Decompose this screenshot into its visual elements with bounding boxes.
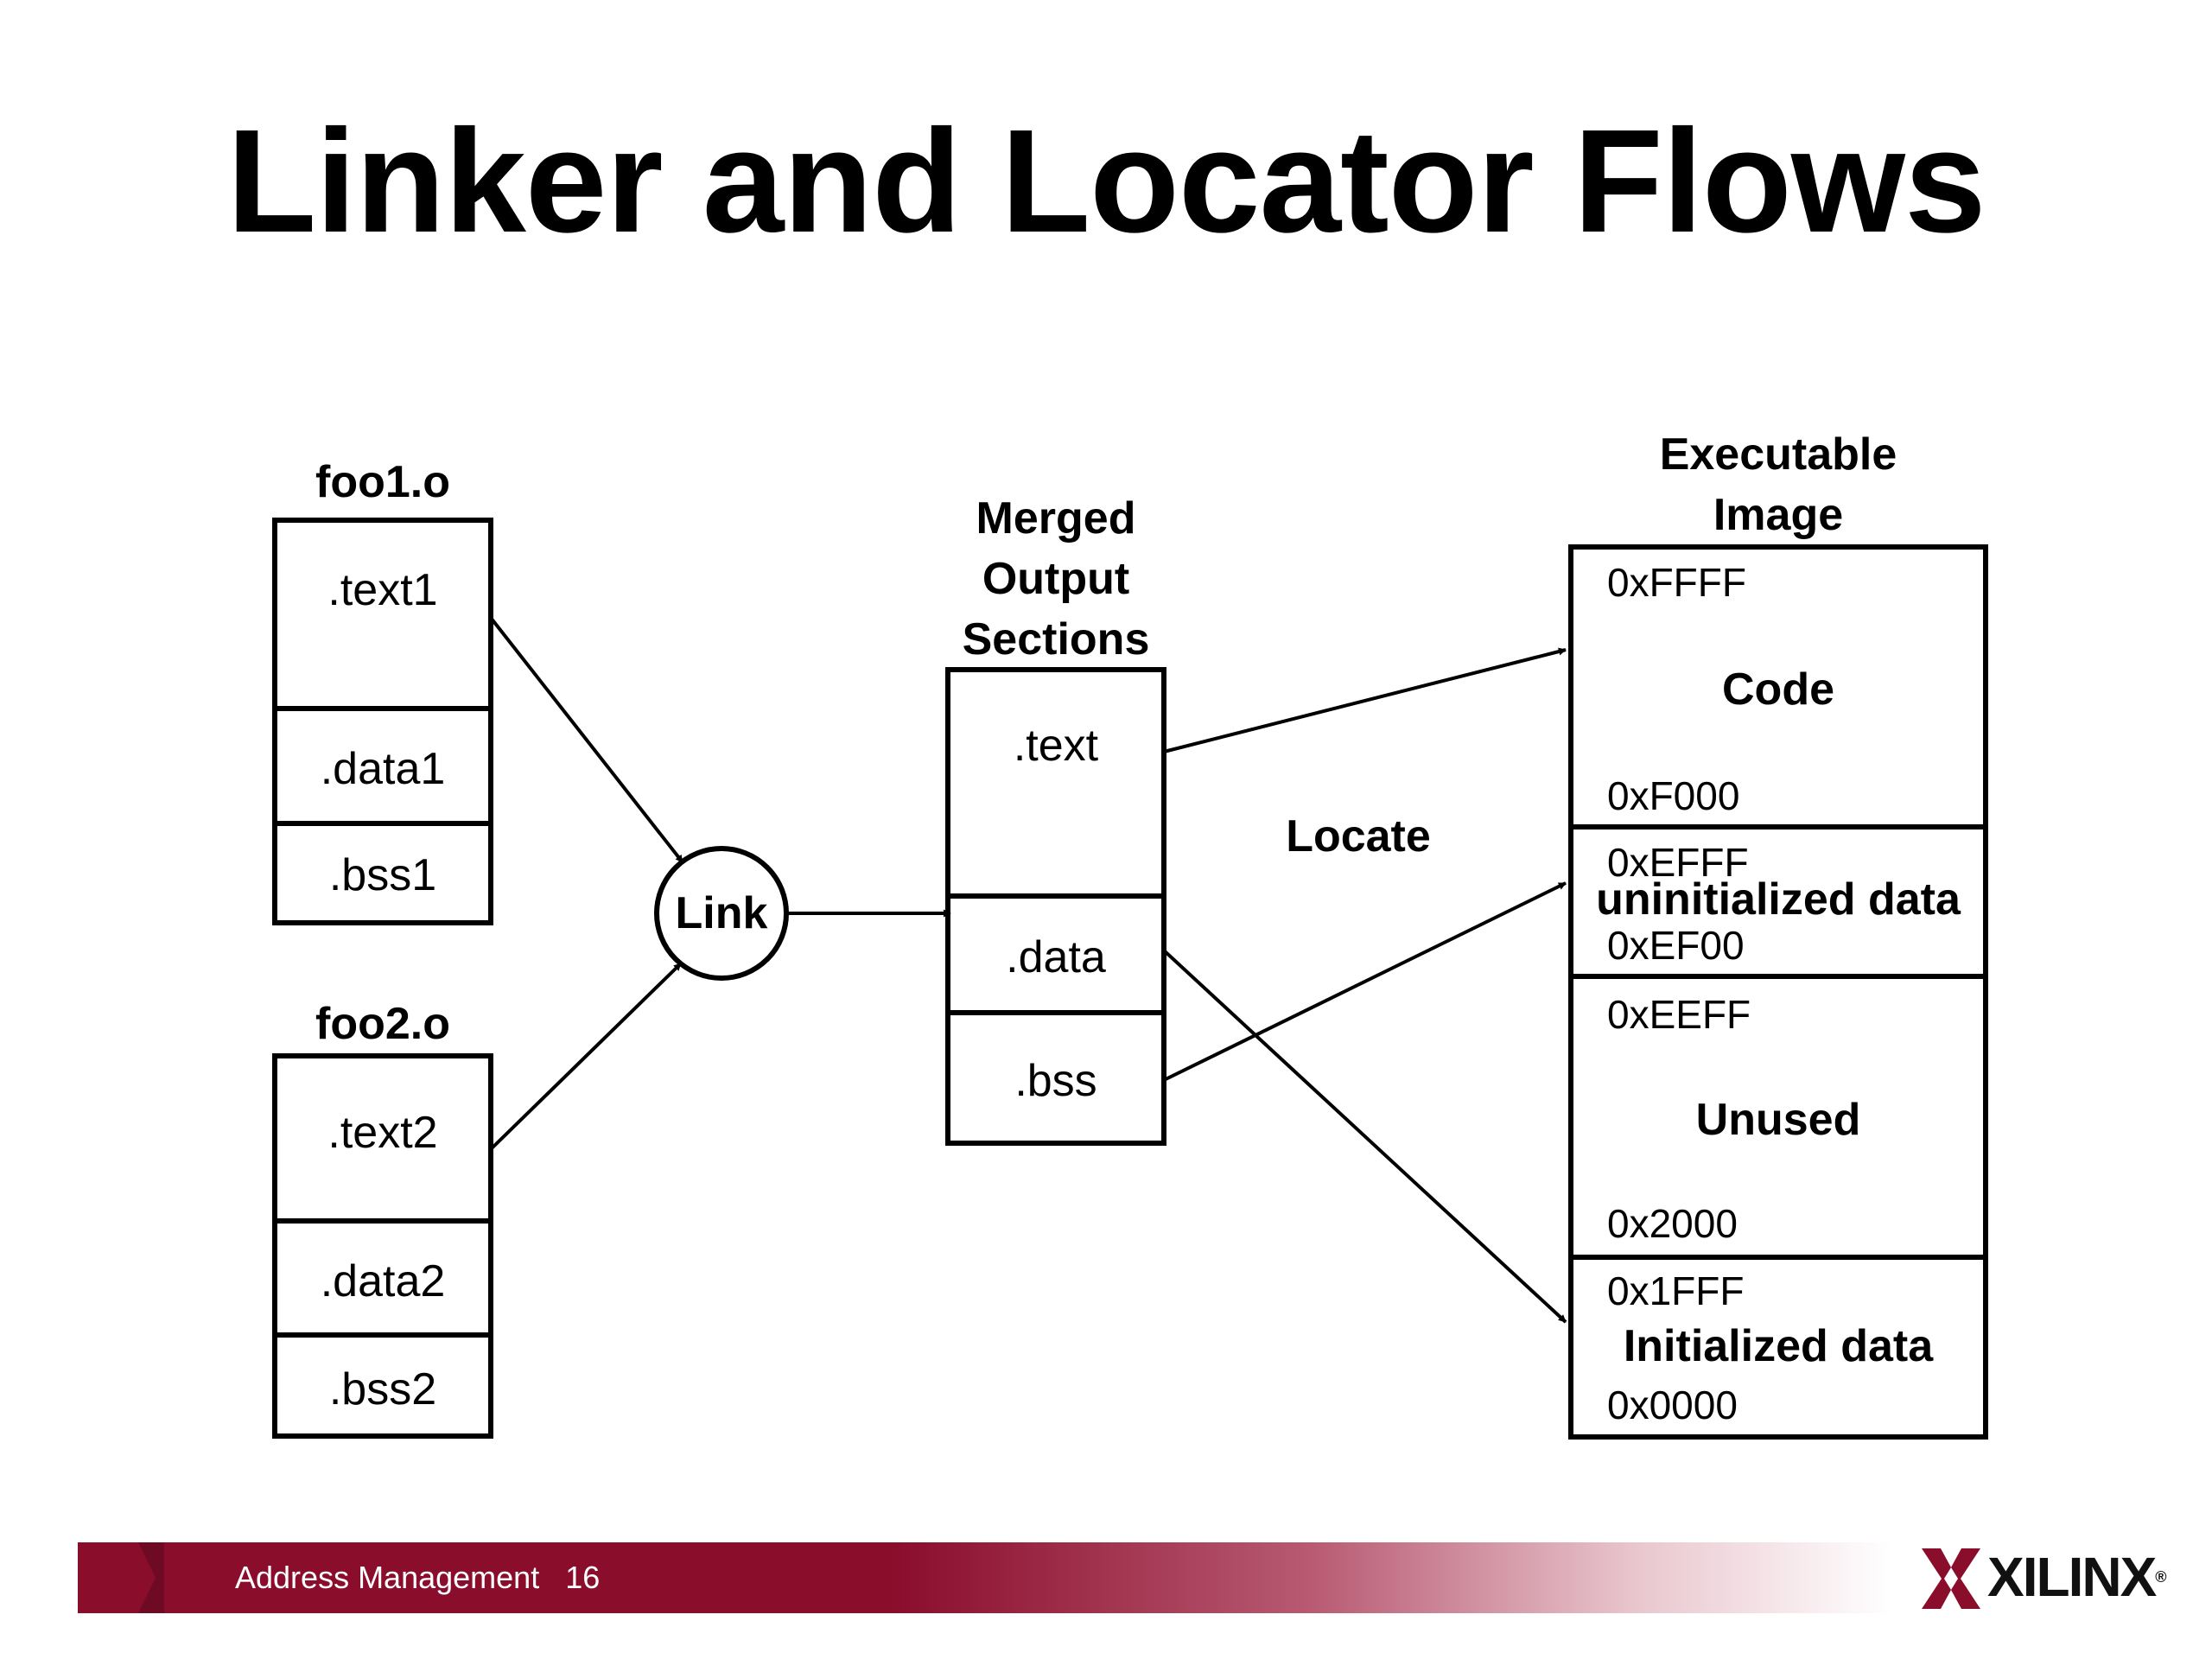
merged-title-line1: Merged bbox=[976, 493, 1136, 543]
arrow-text-to-code bbox=[1163, 647, 1567, 753]
arrow-data-to-initialized bbox=[1162, 949, 1567, 1324]
footer-bar bbox=[78, 1542, 1892, 1613]
uninit-bottom-address: 0xEF00 bbox=[1607, 923, 1745, 968]
uninit-top-address: 0xEFFF bbox=[1607, 840, 1749, 885]
xilinx-mark-icon bbox=[1922, 1548, 1980, 1609]
unused-region-label: Unused bbox=[1696, 1095, 1861, 1145]
code-bottom-address: 0xF000 bbox=[1607, 773, 1739, 818]
foo2-label: foo2.o bbox=[315, 999, 450, 1049]
executable-image-box bbox=[1568, 544, 1988, 1440]
foo1-label: foo1.o bbox=[315, 457, 450, 507]
footer-title: Address Management bbox=[235, 1560, 540, 1595]
merged-section-bss: .bss bbox=[1014, 1056, 1096, 1106]
init-region-label: Initialized data bbox=[1624, 1321, 1934, 1371]
merged-sections-box bbox=[945, 667, 1166, 1146]
locate-label: Locate bbox=[1286, 811, 1431, 861]
merged-section-data: .data bbox=[1006, 932, 1106, 982]
footer-page-number: 16 bbox=[565, 1560, 601, 1595]
xilinx-logo: XILINX® bbox=[1918, 1540, 2167, 1618]
arrow-bss-to-uninitialized bbox=[1163, 881, 1567, 1082]
uninit-region-label: uninitialized data bbox=[1596, 874, 1961, 925]
foo2-section-text2: .text2 bbox=[327, 1108, 437, 1158]
code-region-label: Code bbox=[1722, 664, 1834, 715]
foo1-object-box bbox=[272, 518, 493, 925]
foo1-section-text1: .text1 bbox=[327, 565, 437, 615]
unused-bottom-address: 0x2000 bbox=[1607, 1201, 1738, 1246]
xilinx-wordmark: XILINX® bbox=[1987, 1546, 2167, 1608]
arrow-text2-to-link bbox=[489, 962, 683, 1151]
foo1-section-data1: .data1 bbox=[321, 744, 446, 794]
link-label: Link bbox=[676, 888, 768, 938]
unused-top-address: 0xEEFF bbox=[1607, 992, 1751, 1037]
image-title-line2: Image bbox=[1713, 490, 1843, 540]
code-top-address: 0xFFFF bbox=[1607, 560, 1746, 605]
foo1-section-bss1: .bss1 bbox=[329, 850, 436, 900]
image-title-line1: Executable bbox=[1660, 429, 1897, 480]
merged-section-text: .text bbox=[1014, 721, 1099, 771]
foo2-section-data2: .data2 bbox=[321, 1256, 446, 1306]
init-bottom-address: 0x0000 bbox=[1607, 1382, 1738, 1427]
merged-title-line3: Sections bbox=[963, 614, 1150, 664]
foo2-section-bss2: .bss2 bbox=[329, 1364, 436, 1414]
init-top-address: 0x1FFF bbox=[1607, 1268, 1744, 1313]
slide-title: Linker and Locator Flows bbox=[226, 99, 1986, 264]
merged-title-line2: Output bbox=[982, 554, 1129, 604]
arrow-text1-to-link bbox=[489, 616, 684, 864]
footer-text: Address Management 16 bbox=[235, 1557, 600, 1599]
foo2-object-box bbox=[272, 1053, 493, 1439]
footer-notch-decoration bbox=[78, 1542, 164, 1613]
